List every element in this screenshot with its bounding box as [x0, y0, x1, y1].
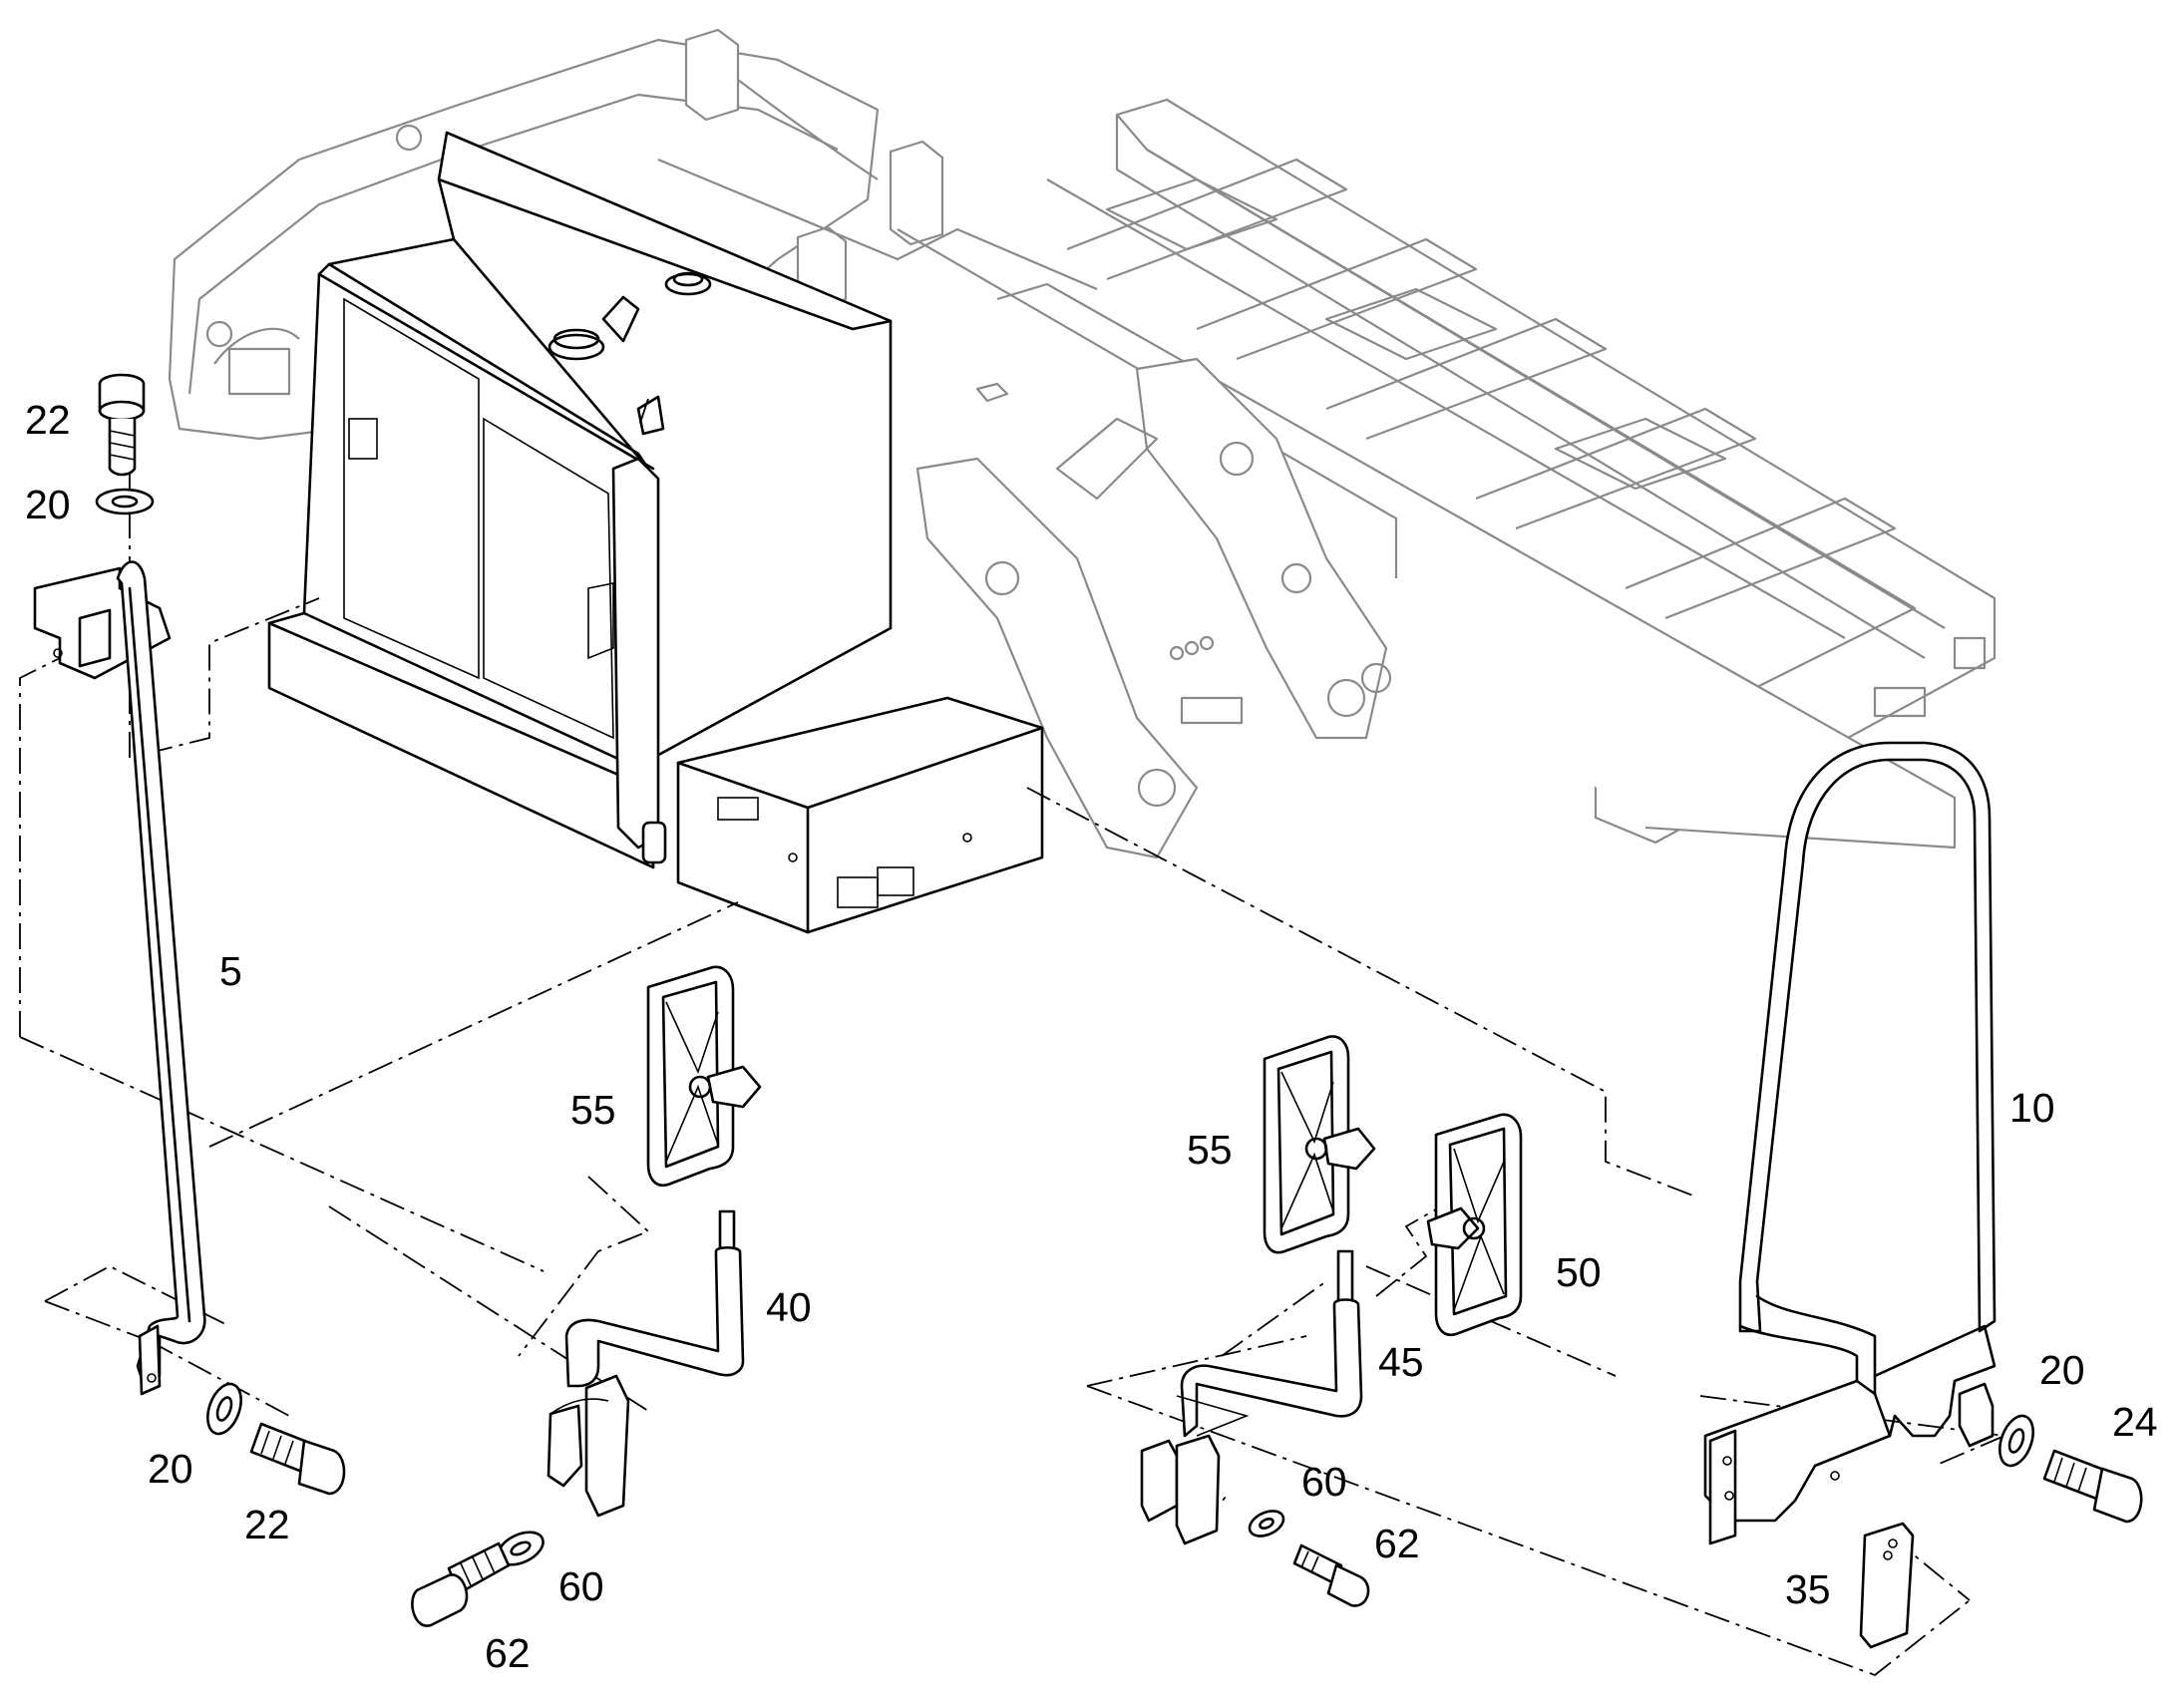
callout-labels: 22 20 5 20 22 55 40 60 62 55 50 45 60 62… [25, 397, 2158, 1676]
part-22-20-top [95, 373, 155, 515]
callout-5: 5 [219, 948, 242, 994]
part-60-62-right [1248, 1510, 1370, 1607]
part-55-mirror-right [1263, 1035, 1376, 1254]
part-60-62-left [411, 1531, 545, 1627]
callout-62-right: 62 [1374, 1521, 1420, 1566]
callout-35: 35 [1785, 1566, 1831, 1612]
callout-20-left: 20 [148, 1446, 193, 1492]
part-45-arm [1140, 1249, 1363, 1545]
part-50-mirror [1426, 1113, 1523, 1337]
part-55-mirror-left [646, 965, 762, 1188]
callout-20-right: 20 [2039, 1347, 2085, 1393]
part-35-plate [1859, 1522, 1915, 1649]
part-40-arm [546, 1209, 745, 1518]
callout-40: 40 [766, 1284, 812, 1330]
part-20-22-left [206, 1382, 346, 1496]
callout-20-top: 20 [25, 482, 71, 527]
callout-60-right: 60 [1301, 1459, 1347, 1505]
callout-45: 45 [1378, 1339, 1424, 1385]
callout-10: 10 [2009, 1085, 2055, 1131]
callout-22-left: 22 [244, 1502, 290, 1547]
callout-50: 50 [1556, 1249, 1602, 1295]
assembly-dash-lines [19, 398, 2005, 1677]
callout-60-left: 60 [558, 1563, 604, 1609]
callout-24: 24 [2112, 1399, 2158, 1445]
part-10-frame [1703, 741, 1997, 1545]
callout-62-left: 62 [485, 1630, 531, 1676]
battery-box [676, 696, 1044, 934]
callout-22-top: 22 [25, 397, 71, 443]
part-20-24-right [1998, 1414, 2143, 1524]
callout-55-right: 55 [1187, 1127, 1233, 1173]
part-5-rod [33, 560, 206, 1396]
callout-55-left: 55 [570, 1087, 616, 1133]
cab-housing [267, 131, 893, 869]
